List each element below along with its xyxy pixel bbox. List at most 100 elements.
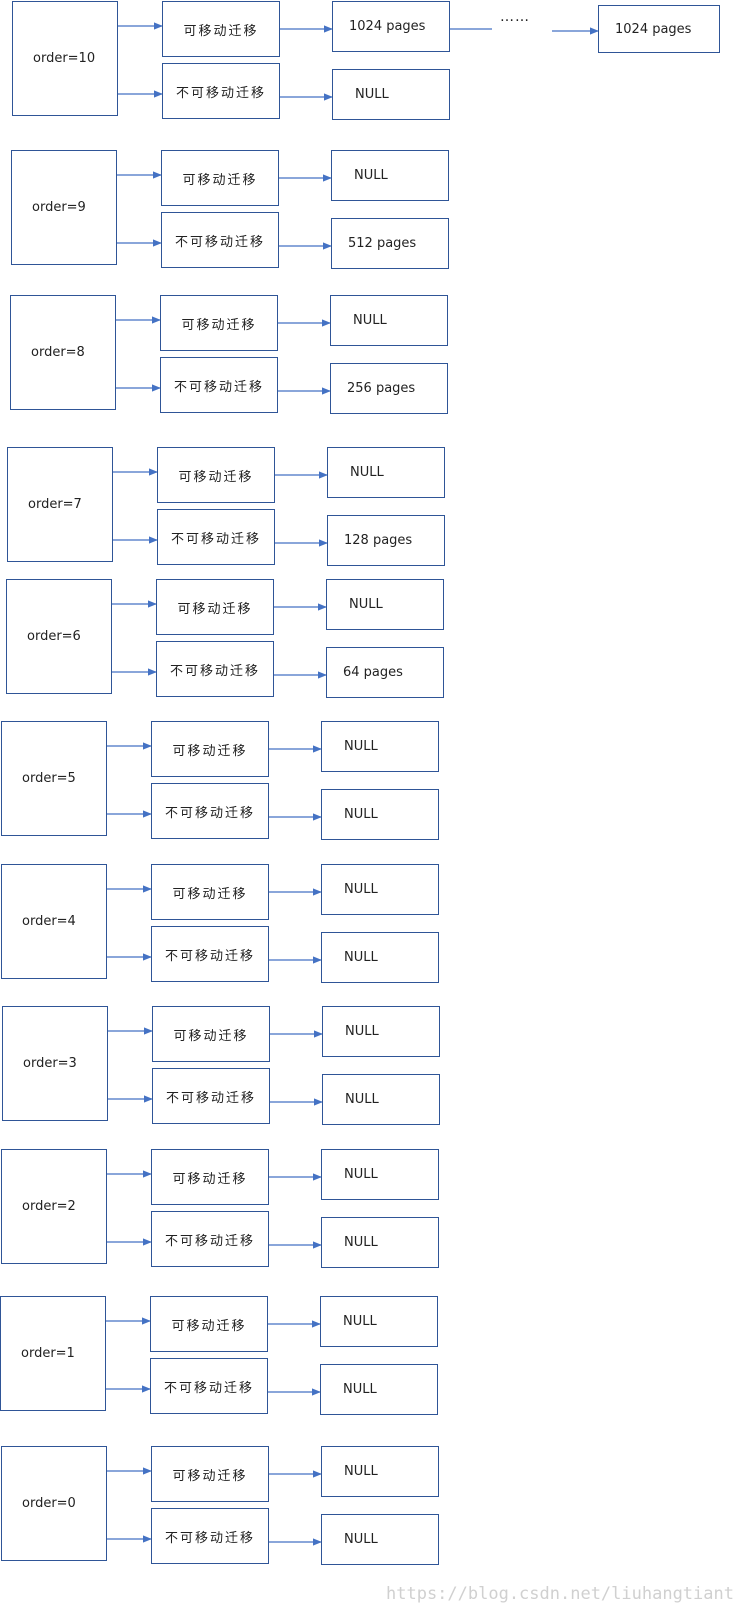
movable-box-order-6-label: 可移动迁移: [177, 601, 253, 617]
unmovable-box-order-5-label: 不可移动迁移: [164, 805, 255, 821]
watermark: https://blog.csdn.net/liuhangtiant: [386, 1584, 734, 1604]
movable-list-order-4: NULL: [321, 864, 439, 915]
unmovable-list-order-8-label: 256 pages: [347, 381, 416, 396]
movable-box-order-7: 可移动迁移: [157, 447, 275, 503]
movable-box-order-4: 可移动迁移: [151, 864, 269, 920]
movable-list-order-6-label: NULL: [349, 597, 383, 612]
movable-list-order-2: NULL: [321, 1149, 439, 1200]
unmovable-list-order-6: 64 pages: [326, 647, 444, 698]
unmovable-box-order-1-label: 不可移动迁移: [163, 1380, 254, 1396]
order-box-order-2-label: order=2: [22, 1199, 76, 1214]
movable-list-order-0: NULL: [321, 1446, 439, 1497]
movable-list-order-0-label: NULL: [344, 1464, 378, 1479]
unmovable-list-order-7: 128 pages: [327, 515, 445, 566]
unmovable-box-order-8-label: 不可移动迁移: [173, 379, 264, 395]
order-box-order-2: order=2: [1, 1149, 107, 1264]
unmovable-list-order-9-label: 512 pages: [348, 236, 417, 251]
movable-list-order-3: NULL: [322, 1006, 440, 1057]
unmovable-list-order-0-label: NULL: [344, 1532, 378, 1547]
movable-box-order-0: 可移动迁移: [151, 1446, 269, 1502]
order-box-order-5-label: order=5: [22, 771, 76, 786]
order-box-order-6-label: order=6: [27, 629, 81, 644]
unmovable-box-order-2: 不可移动迁移: [151, 1211, 269, 1267]
movable-box-order-4-label: 可移动迁移: [172, 886, 248, 902]
movable-box-order-2-label: 可移动迁移: [172, 1171, 248, 1187]
movable-list-order-10: 1024 pages: [332, 1, 450, 52]
unmovable-box-order-3-label: 不可移动迁移: [165, 1090, 256, 1106]
unmovable-list-order-1: NULL: [320, 1364, 438, 1415]
unmovable-box-order-4: 不可移动迁移: [151, 926, 269, 982]
order-box-order-8: order=8: [10, 295, 116, 410]
unmovable-box-order-0-label: 不可移动迁移: [164, 1530, 255, 1546]
movable-list-order-4-label: NULL: [344, 882, 378, 897]
movable-list-order-10-label: 1024 pages: [349, 19, 426, 34]
order-box-order-4: order=4: [1, 864, 107, 979]
order-box-order-4-label: order=4: [22, 914, 76, 929]
unmovable-list-order-1-label: NULL: [343, 1382, 377, 1397]
order-box-order-5: order=5: [1, 721, 107, 836]
movable-list-order-2-label: NULL: [344, 1167, 378, 1182]
unmovable-list-order-7-label: 128 pages: [344, 533, 413, 548]
order-box-order-9-label: order=9: [32, 200, 86, 215]
order-box-order-7: order=7: [7, 447, 113, 562]
unmovable-box-order-7: 不可移动迁移: [157, 509, 275, 565]
unmovable-box-order-6-label: 不可移动迁移: [169, 663, 260, 679]
unmovable-box-order-4-label: 不可移动迁移: [164, 948, 255, 964]
movable-box-order-6: 可移动迁移: [156, 579, 274, 635]
movable-box-order-1-label: 可移动迁移: [171, 1318, 247, 1334]
unmovable-list-order-3: NULL: [322, 1074, 440, 1125]
movable-list-order-6: NULL: [326, 579, 444, 630]
order-box-order-3: order=3: [2, 1006, 108, 1121]
movable-list-order-1: NULL: [320, 1296, 438, 1347]
unmovable-box-order-9: 不可移动迁移: [161, 212, 279, 268]
order-box-order-1: order=1: [0, 1296, 106, 1411]
movable-box-order-10: 可移动迁移: [162, 1, 280, 57]
unmovable-list-order-4: NULL: [321, 932, 439, 983]
movable-list-order-5: NULL: [321, 721, 439, 772]
order-box-order-3-label: order=3: [23, 1056, 77, 1071]
movable-box-order-2: 可移动迁移: [151, 1149, 269, 1205]
movable-list-order-8: NULL: [330, 295, 448, 346]
unmovable-list-order-6-label: 64 pages: [343, 665, 403, 680]
ellipsis: ……: [500, 9, 530, 25]
movable-list-order-3-label: NULL: [345, 1024, 379, 1039]
unmovable-box-order-9-label: 不可移动迁移: [174, 234, 265, 250]
order-box-order-10-label: order=10: [33, 51, 96, 66]
unmovable-list-order-4-label: NULL: [344, 950, 378, 965]
movable-list-order-9-label: NULL: [354, 168, 388, 183]
unmovable-list-order-3-label: NULL: [345, 1092, 379, 1107]
unmovable-box-order-10-label: 不可移动迁移: [175, 85, 266, 101]
order-box-order-1-label: order=1: [21, 1346, 75, 1361]
movable-box-order-7-label: 可移动迁移: [178, 469, 254, 485]
unmovable-list-order-5: NULL: [321, 789, 439, 840]
order-box-order-9: order=9: [11, 150, 117, 265]
movable-list-order-1-label: NULL: [343, 1314, 377, 1329]
unmovable-list-order-8: 256 pages: [330, 363, 448, 414]
unmovable-box-order-8: 不可移动迁移: [160, 357, 278, 413]
unmovable-box-order-5: 不可移动迁移: [151, 783, 269, 839]
movable-list-order-5-label: NULL: [344, 739, 378, 754]
order-box-order-8-label: order=8: [31, 345, 85, 360]
unmovable-box-order-1: 不可移动迁移: [150, 1358, 268, 1414]
unmovable-list-order-10-label: NULL: [355, 87, 389, 102]
movable-box-order-8: 可移动迁移: [160, 295, 278, 351]
movable-list-order-8-label: NULL: [353, 313, 387, 328]
unmovable-list-order-0: NULL: [321, 1514, 439, 1565]
movable-box-order-0-label: 可移动迁移: [172, 1468, 248, 1484]
unmovable-box-order-6: 不可移动迁移: [156, 641, 274, 697]
movable-box-order-5: 可移动迁移: [151, 721, 269, 777]
movable-box-order-5-label: 可移动迁移: [172, 743, 248, 759]
movable-box-order-1: 可移动迁移: [150, 1296, 268, 1352]
unmovable-list-order-9: 512 pages: [331, 218, 449, 269]
movable-list-order-7-label: NULL: [350, 465, 384, 480]
unmovable-list-order-2-label: NULL: [344, 1235, 378, 1250]
movable-box-order-8-label: 可移动迁移: [181, 317, 257, 333]
order-box-order-0: order=0: [1, 1446, 107, 1561]
order-box-order-0-label: order=0: [22, 1496, 76, 1511]
extra-list-box-label: 1024 pages: [615, 21, 692, 37]
movable-box-order-9: 可移动迁移: [161, 150, 279, 206]
movable-box-order-3-label: 可移动迁移: [173, 1028, 249, 1044]
unmovable-box-order-2-label: 不可移动迁移: [164, 1233, 255, 1249]
order-box-order-7-label: order=7: [28, 497, 82, 512]
